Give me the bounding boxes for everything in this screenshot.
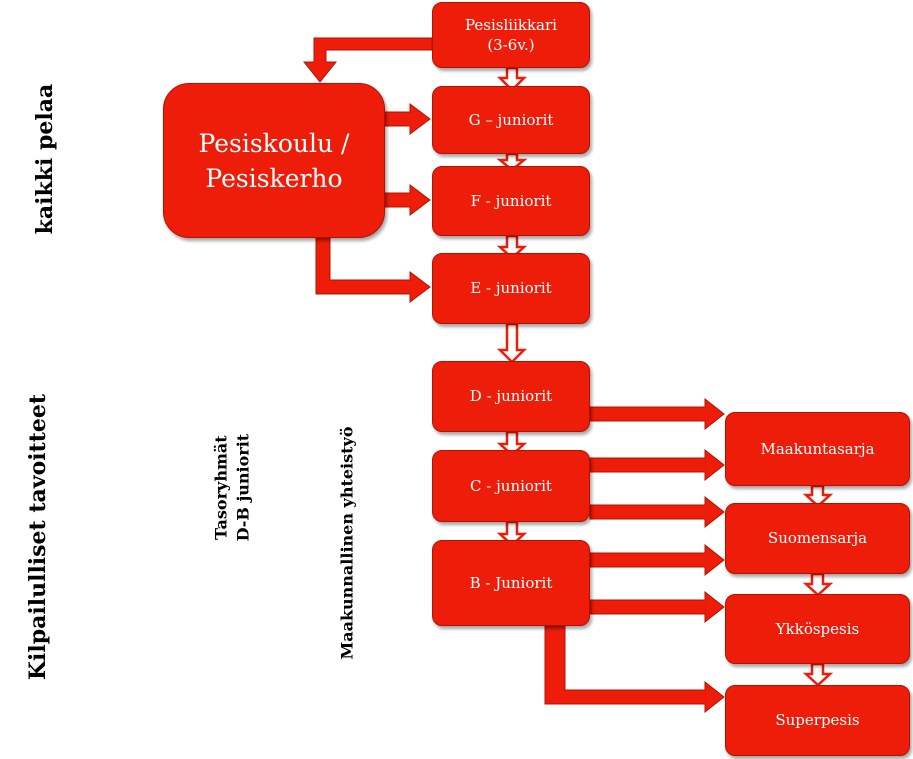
tasoryhmat-line2: D-B juniorit <box>233 433 252 542</box>
arrow-maakunta-to-suomen <box>802 484 834 508</box>
box-pesisliikkari: Pesisliikkari (3-6v.) <box>432 2 590 68</box>
arrow-suomen-to-ykkos <box>802 572 834 597</box>
arrow-liikkari-to-g <box>496 66 528 92</box>
label-kaikki-pelaa: kaikki pelaa <box>32 83 58 235</box>
box-b-juniorit: B - Juniorit <box>432 540 590 626</box>
box-ykkospesis: Ykköspesis <box>725 594 910 664</box>
box-pesiskoulu: Pesiskoulu / Pesiskerho <box>163 83 385 238</box>
box-c-juniorit: C - juniorit <box>432 450 590 522</box>
box-superpesis: Superpesis <box>725 685 910 756</box>
arrow-b-to-suomen <box>589 543 725 577</box>
box-g-juniorit: G – juniorit <box>432 86 590 154</box>
arrow-c-to-maakunta <box>589 448 725 482</box>
arrow-c-to-suomen <box>589 495 725 529</box>
label-tasoryhmat: Tasoryhmät D-B juniorit <box>210 408 253 568</box>
arrow-f-to-e <box>496 234 528 260</box>
box-d-juniorit: D - juniorit <box>432 361 590 432</box>
arrow-liikkari-to-koulu <box>302 37 433 83</box>
arrow-g-to-f <box>496 152 528 172</box>
arrow-koulu-to-f <box>384 184 431 216</box>
box-maakuntasarja: Maakuntasarja <box>725 412 910 486</box>
tasoryhmat-line1: Tasoryhmät <box>211 435 231 540</box>
arrow-b-to-super <box>544 625 725 714</box>
label-kilpailulliset-tavoitteet: Kilpailulliset tavoitteet <box>25 393 51 681</box>
arrow-koulu-to-e <box>315 237 431 303</box>
label-maakunnallinen-yhteistyo: Maakunnallinen yhteistyö <box>337 426 357 660</box>
box-f-juniorit: F - juniorit <box>432 166 590 236</box>
arrow-koulu-to-g <box>384 103 431 135</box>
box-e-juniorit: E - juniorit <box>432 253 590 324</box>
arrow-b-to-ykkos <box>589 590 725 624</box>
arrow-d-to-c <box>496 430 528 457</box>
box-suomensarja: Suomensarja <box>725 503 910 574</box>
arrow-c-to-b <box>496 520 528 547</box>
arrow-ykkos-to-super <box>802 662 834 687</box>
arrow-e-to-d <box>496 322 528 364</box>
arrow-d-to-maakunta <box>589 397 725 431</box>
